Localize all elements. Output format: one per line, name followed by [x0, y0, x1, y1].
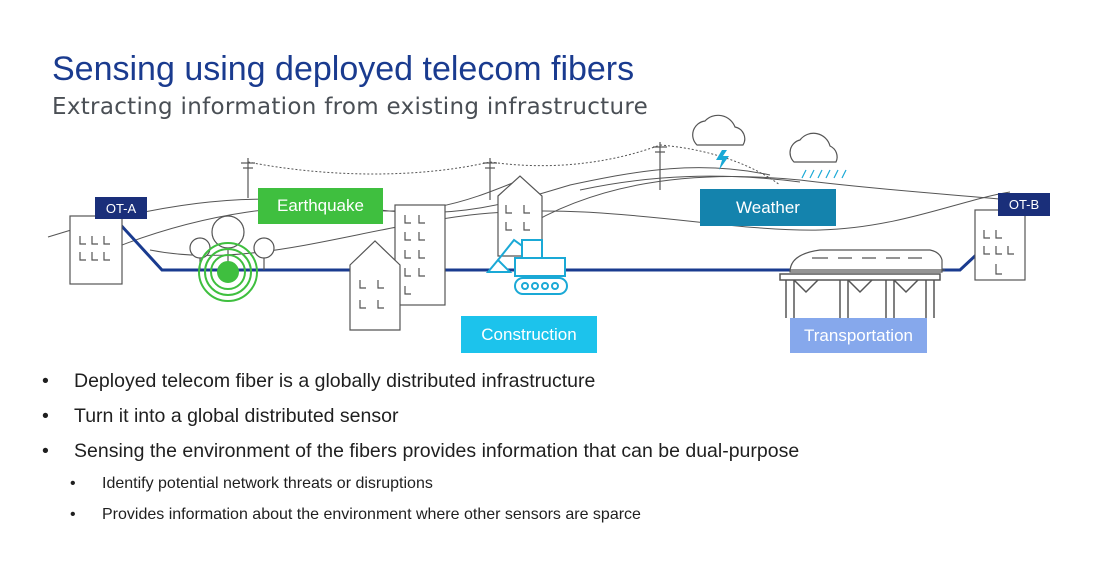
rain-drops — [801, 169, 847, 179]
ot-b-label: OT-B — [998, 193, 1050, 216]
building-icon — [497, 175, 543, 257]
transportation-label: Transportation — [790, 318, 927, 353]
excavator-icon — [485, 238, 568, 295]
bullet-list: Deployed telecom fiber is a globally dis… — [40, 370, 799, 537]
hill-line — [149, 191, 1011, 256]
building-icon — [394, 204, 446, 306]
bullet-item: Deployed telecom fiber is a globally dis… — [40, 370, 799, 405]
weather-label: Weather — [700, 189, 836, 226]
power-line — [247, 161, 491, 175]
hill-line — [89, 167, 771, 259]
sub-bullet-item: Provides information about the environme… — [40, 506, 799, 537]
hill-line — [519, 176, 1011, 231]
sub-bullet-container: Identify potential network threats or di… — [40, 475, 799, 537]
building-icon — [349, 240, 401, 331]
building-icon — [974, 209, 1026, 281]
sub-bullet-item: Identify potential network threats or di… — [40, 475, 799, 506]
train-icon — [789, 249, 945, 273]
utility-pole-icon — [241, 158, 255, 198]
slide-title: Sensing using deployed telecom fibers — [52, 50, 635, 88]
seismic-rings-icon — [198, 242, 258, 302]
ot-a-label: OT-A — [95, 197, 147, 219]
power-line — [659, 144, 781, 186]
bridge-icon — [779, 273, 941, 318]
bullet-item: Turn it into a global distributed sensor — [40, 405, 799, 440]
tree-icon — [253, 237, 275, 270]
utility-pole-icon — [653, 142, 667, 190]
cloud-rain-icon — [789, 132, 838, 163]
bullet-item: Sensing the environment of the fibers pr… — [40, 440, 799, 475]
utility-pole-icon — [483, 158, 497, 200]
earthquake-label: Earthquake — [258, 188, 383, 224]
slide-subtitle: Extracting information from existing inf… — [52, 94, 649, 120]
cloud-lightning-icon — [692, 114, 746, 146]
construction-label: Construction — [461, 316, 597, 353]
lightning-bolt — [716, 150, 729, 170]
sub-bullet-list: Identify potential network threats or di… — [40, 475, 799, 537]
building-icon — [69, 215, 123, 285]
power-line — [489, 144, 661, 167]
